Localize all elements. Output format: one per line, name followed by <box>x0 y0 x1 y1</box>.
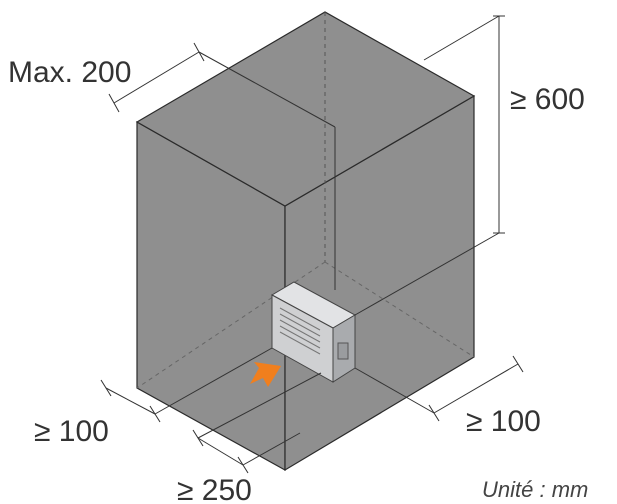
walls <box>135 11 476 472</box>
label-left-side: ≥ 100 <box>34 415 109 448</box>
dimension-lines <box>100 15 524 474</box>
orange-arrow-icon <box>250 362 281 387</box>
hidden-edge-left <box>136 261 326 389</box>
label-top-depth: Max. 200 <box>8 56 131 89</box>
label-right-side: ≥ 100 <box>466 405 541 438</box>
ac-outdoor-unit-icon <box>270 281 357 383</box>
top-face <box>135 11 476 207</box>
label-unit-note: Unité : mm <box>482 477 588 502</box>
label-height: ≥ 600 <box>510 83 585 116</box>
hidden-edge-right <box>324 261 475 358</box>
label-front: ≥ 250 <box>177 474 252 504</box>
